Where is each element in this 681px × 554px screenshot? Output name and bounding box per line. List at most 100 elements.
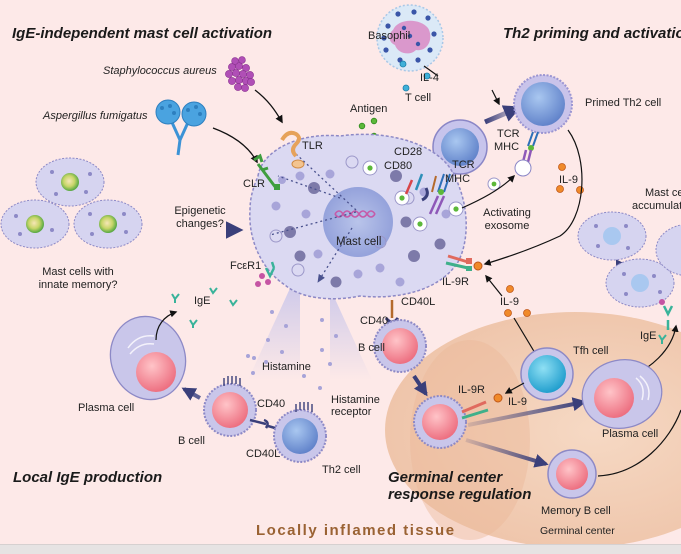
gc-to-memory-arrow: [465, 438, 549, 468]
tcr-primed-label: TCR: [497, 128, 520, 140]
tcr-mhc-primed-icon: [514, 131, 539, 177]
histamine-receptor-label-2: receptor: [331, 406, 372, 418]
plasma-cell-left-icon: [109, 315, 187, 401]
section-title-th2-priming: Th2 priming and activation: [503, 25, 681, 42]
plasma-cell-left-label: Plasma cell: [78, 402, 135, 414]
primed-th2-il9-curve: [483, 129, 583, 266]
b-cell-center-label: B cell: [358, 342, 385, 354]
histamine-label: Histamine: [262, 361, 311, 373]
cd28-cd80-tcr-mhc-icon: [404, 173, 451, 215]
innate-memory-label-1: Mast cells with: [42, 266, 114, 278]
t-cell-label: T cell: [405, 92, 432, 104]
th2-cell-icon: [273, 402, 327, 463]
germinal-center-footer-label: Germinal center: [540, 525, 615, 537]
tfh-il9-line: [513, 317, 536, 354]
memory-to-plasma-curve: [597, 409, 681, 477]
fceri-receptor-icon: [255, 261, 276, 287]
il9r-gc-label: IL-9R: [458, 384, 485, 396]
t-cell-icon: [432, 119, 488, 175]
b-cell-center-icon: [373, 319, 427, 373]
memory-b-cell-icon: [547, 449, 597, 499]
exosome-label-1: Activating: [483, 207, 531, 219]
cd40l-local-label: CD40L: [246, 448, 281, 460]
tfh-to-gc-arrow: [504, 382, 525, 394]
section-title-germinal-center-2: response regulation: [388, 486, 532, 503]
tfh-cell-label: Tfh cell: [573, 345, 609, 357]
clr-label: CLR: [243, 178, 266, 190]
il4-label: IL-4: [420, 72, 439, 84]
il9-top-label: IL-9: [559, 174, 578, 186]
cd40-label: CD40: [360, 315, 389, 327]
histamine-receptor-label-1: Histamine: [331, 394, 380, 406]
mast-cell-icon: [249, 133, 501, 300]
b-cell-to-plasma-arrow: [181, 387, 201, 401]
histamine-beams: [248, 284, 372, 380]
ige-left-label: IgE: [194, 295, 211, 307]
accumulated-mast-cells-icon: [577, 211, 681, 330]
innate-memory-label-2: innate memory?: [38, 279, 118, 291]
b-cell-to-gc-arrow: [412, 374, 428, 397]
primed-th2-cell-icon: [513, 74, 573, 134]
accumulation-label-1: Mast cell: [645, 187, 681, 199]
memory-b-cell-label: Memory B cell: [541, 505, 611, 517]
plasma-cell-right-icon: [581, 359, 663, 429]
aspergillus-arrow: [212, 127, 258, 164]
bottom-strip: [0, 544, 681, 554]
histamine-molecules: [246, 310, 338, 390]
basophil-il4-line: [423, 65, 439, 77]
exosome-label-2: exosome: [484, 220, 530, 232]
mhc-primed-label: MHC: [494, 141, 520, 153]
fceri-label: FcεR1: [230, 260, 262, 272]
aspergillus-fumigatus-icon: [155, 99, 207, 156]
ige-right-icon: [658, 334, 667, 344]
section-title-local-ige: Local IgE production: [13, 469, 163, 486]
il4-arrow: [491, 89, 500, 106]
tfh-cell-icon: [520, 347, 574, 401]
il4-molecules: [399, 60, 431, 92]
cd40l-label: CD40L: [401, 296, 436, 308]
tcr-label: TCR: [452, 159, 475, 171]
b-cell-local-icon: [203, 376, 257, 437]
th2-cell-label: Th2 cell: [322, 464, 361, 476]
basophil-label: Basophil: [368, 30, 411, 42]
section-title-ige-independent: IgE-independent mast cell activation: [12, 25, 273, 42]
ige-left-icons: [171, 287, 238, 328]
epigenetic-label-1: Epigenetic: [174, 205, 226, 217]
cd40-local-label: CD40: [257, 398, 286, 410]
primed-th2-label: Primed Th2 cell: [585, 97, 662, 109]
section-title-germinal-center-1: Germinal center: [388, 469, 503, 486]
il9-mid-label: IL-9: [500, 296, 519, 308]
b-cell-local-label: B cell: [178, 435, 205, 447]
exosome-vesicles: [362, 160, 501, 232]
tlr-receptor-icon: [280, 130, 305, 169]
cd28-label: CD28: [394, 146, 423, 158]
gc-to-plasma-arrow: [467, 397, 587, 427]
plasma-ige-arrow: [155, 310, 178, 341]
exosome-arrow: [461, 174, 516, 209]
epigenetic-label-2: changes?: [176, 218, 224, 230]
mast-cell-label: Mast cell: [336, 236, 382, 248]
staph-arrow: [254, 89, 283, 124]
aspergillus-label: Aspergillus fumigatus: [43, 110, 148, 122]
cd80-label: CD80: [384, 160, 413, 172]
t-cell-to-primed-arrow: [484, 105, 522, 125]
staphylococcus-label: Staphylococcus aureus: [103, 65, 217, 77]
ige-right-label: IgE: [640, 330, 657, 342]
il9-gc-label: IL-9: [508, 396, 527, 408]
plasma-cell-right-label: Plasma cell: [602, 428, 659, 440]
il9r-receptor-icon: [445, 254, 483, 271]
innate-memory-mast-cells-icon: [0, 157, 143, 249]
clr-receptor-icon: [253, 153, 280, 190]
accumulation-label-2: accumulation: [632, 200, 681, 212]
il9-molecules-mid: [504, 285, 531, 317]
gc-b-cell-icon: [413, 393, 503, 449]
staphylococcus-aureus-icon: [225, 56, 255, 92]
mhc-label: MHC: [445, 173, 471, 185]
basophil-icon: [376, 4, 444, 72]
antigen-label: Antigen: [350, 103, 388, 115]
il9r-label: IL-9R: [442, 276, 469, 288]
tlr-label: TLR: [302, 140, 323, 152]
il9-to-il9r-arrow: [485, 274, 503, 297]
